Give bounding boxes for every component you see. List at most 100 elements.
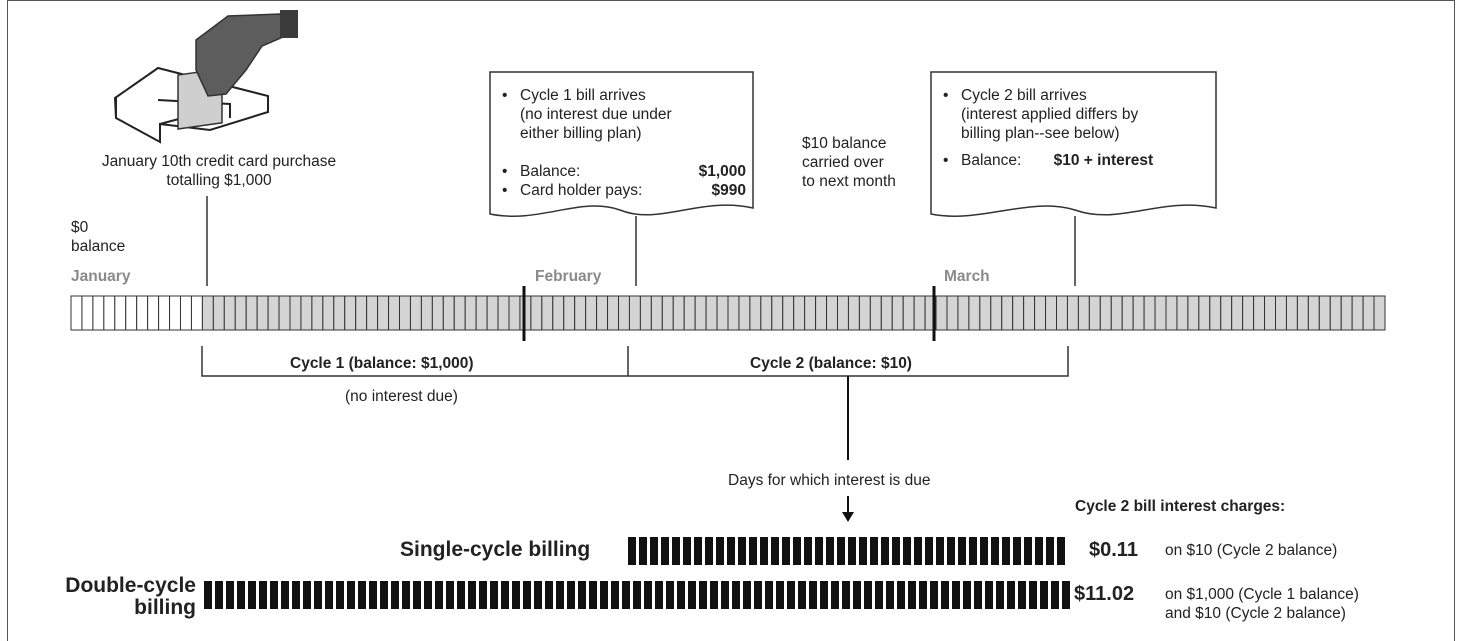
day-cell: [1220, 295, 1233, 331]
day-cell: [355, 295, 368, 331]
day-cell: [902, 295, 915, 331]
day-cell: [409, 295, 422, 331]
double-cycle-day-segment: [787, 581, 795, 609]
day-cell: [431, 295, 444, 331]
day-cell: [1231, 295, 1244, 331]
day-cell: [749, 295, 762, 331]
double-cycle-day-segment: [259, 581, 267, 609]
bill1-balance-label: Balance:: [520, 163, 581, 180]
day-cell: [563, 295, 576, 331]
bill2-callout: Cycle 2 bill arrives (interest applied d…: [941, 86, 1211, 170]
day-cell-empty: [147, 295, 160, 331]
double-cycle-day-segment: [809, 581, 817, 609]
purchase-caption: January 10th credit card purchase totall…: [69, 152, 369, 190]
day-cell: [1264, 295, 1277, 331]
start-balance: $0 balance: [71, 218, 125, 256]
double-cycle-day-segment: [754, 581, 762, 609]
double-cycle-day-segment: [589, 581, 597, 609]
day-cell: [245, 295, 258, 331]
single-cycle-desc: on $10 (Cycle 2 balance): [1165, 542, 1338, 559]
double-cycle-day-segment: [567, 581, 575, 609]
double-cycle-day-segment: [479, 581, 487, 609]
day-cell: [475, 295, 488, 331]
day-cell: [388, 295, 400, 331]
carryover-note: $10 balance carried over to next month: [802, 134, 896, 191]
day-cell: [289, 295, 302, 331]
double-cycle-day-segment: [798, 581, 806, 609]
double-cycle-day-segment: [347, 581, 355, 609]
single-cycle-day-segment: [1035, 537, 1043, 565]
day-cell: [366, 295, 379, 331]
double-cycle-day-segment: [831, 581, 839, 609]
day-cell-empty: [180, 295, 192, 331]
double-cycle-day-segment: [1007, 581, 1015, 609]
double-cycle-label-line2: billing: [134, 596, 196, 619]
day-cell: [1209, 295, 1222, 331]
double-cycle-day-segment: [655, 581, 663, 609]
day-cell: [1307, 295, 1320, 331]
double-cycle-day-segment: [941, 581, 949, 609]
day-cell: [399, 295, 411, 331]
month-label-march: March: [944, 268, 990, 285]
day-cell: [300, 295, 313, 331]
day-cell: [377, 295, 390, 331]
cycle2-bracket: [628, 346, 1069, 377]
day-cell: [628, 295, 641, 331]
single-cycle-day-segment: [969, 537, 977, 565]
day-cell: [1187, 295, 1200, 331]
day-cell: [1034, 295, 1047, 331]
single-cycle-day-segment: [771, 537, 779, 565]
day-cell: [212, 295, 225, 331]
single-cycle-day-segment: [1057, 537, 1065, 565]
double-cycle-day-segment: [435, 581, 443, 609]
double-cycle-day-segment: [281, 581, 289, 609]
double-cycle-day-segment: [864, 581, 872, 609]
double-cycle-day-segment: [215, 581, 223, 609]
day-cell: [847, 295, 860, 331]
day-cell: [782, 295, 795, 331]
day-cell: [1198, 295, 1211, 331]
single-cycle-bar: [628, 537, 1065, 565]
day-cell: [804, 295, 817, 331]
double-cycle-day-segment: [468, 581, 476, 609]
day-cell: [1373, 295, 1386, 331]
double-cycle-day-segment: [633, 581, 641, 609]
day-cell: [1143, 295, 1156, 331]
day-cell: [420, 295, 433, 331]
day-cell-empty: [70, 295, 83, 331]
day-cell-empty: [103, 295, 116, 331]
double-cycle-day-segment: [600, 581, 608, 609]
double-cycle-day-segment: [358, 581, 366, 609]
day-cell-empty: [92, 295, 105, 331]
day-cell: [442, 295, 455, 331]
double-cycle-day-segment: [556, 581, 564, 609]
double-cycle-label: Double-cycle billing: [40, 575, 196, 619]
day-cell: [552, 295, 565, 331]
double-cycle-day-segment: [875, 581, 883, 609]
single-cycle-day-segment: [1002, 537, 1010, 565]
day-cell: [946, 295, 959, 331]
single-cycle-day-segment: [639, 537, 647, 565]
double-cycle-day-segment: [1040, 581, 1048, 609]
single-cycle-day-segment: [848, 537, 856, 565]
double-cycle-day-segment: [699, 581, 707, 609]
double-cycle-day-segment: [732, 581, 740, 609]
day-cell: [486, 295, 499, 331]
bill2-balance-label: Balance:: [961, 152, 1022, 169]
day-cell: [837, 295, 849, 331]
day-cell: [1023, 295, 1036, 331]
day-cell: [1056, 295, 1068, 331]
day-cell: [464, 295, 477, 331]
day-cell: [344, 295, 357, 331]
day-cell-empty: [190, 295, 203, 331]
single-cycle-day-segment: [870, 537, 878, 565]
day-cell-empty: [169, 295, 182, 331]
double-cycle-day-segment: [237, 581, 245, 609]
single-cycle-day-segment: [826, 537, 834, 565]
double-cycle-day-segment: [369, 581, 377, 609]
day-cell: [1088, 295, 1101, 331]
double-cycle-day-segment: [380, 581, 388, 609]
day-cell: [683, 295, 696, 331]
day-cell: [1275, 295, 1287, 331]
bill1-pays-value: $990: [711, 182, 746, 199]
